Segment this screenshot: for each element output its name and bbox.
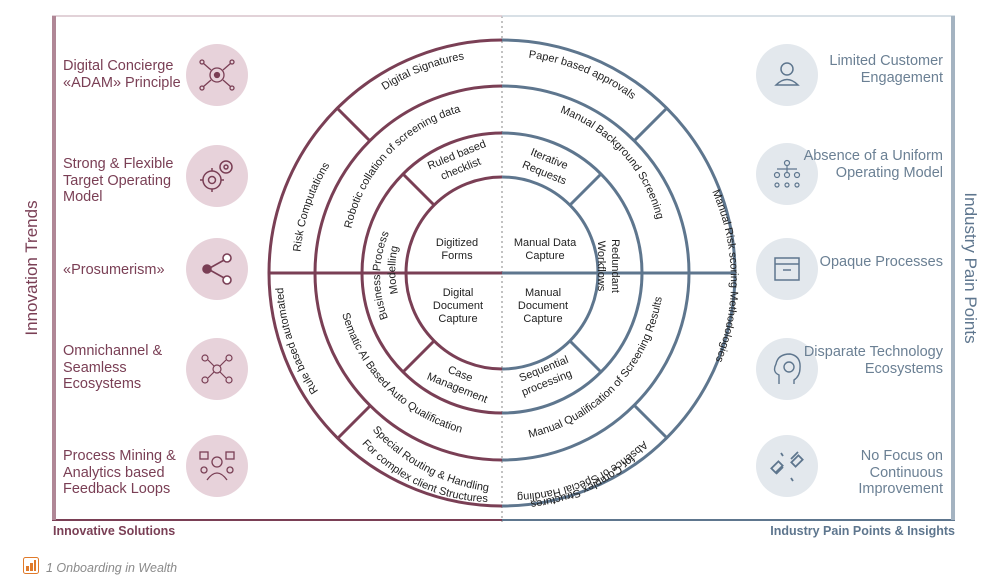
share-icon [202,253,232,285]
chart-logo-icon [23,557,39,574]
ring-label-inner-11: Modelling [386,245,401,295]
innovation-item-2: Strong & Flexible Target Operating Model [63,156,174,205]
pain-point-item-4: Disparate Technology Ecosystems [803,344,943,377]
ring-label-core-6: Capture [438,313,477,325]
analytics-people-icon [199,451,235,481]
ring-label-core-3: Capture [525,250,564,262]
ring-label-outer-2: Manual Risk scoring Methodologies [709,188,740,365]
ring-label-core-1: Forms [441,250,473,262]
innovative-solutions-label: Innovative Solutions [53,524,176,538]
pain-point-item-5: No Focus on Continuous Improvement [858,448,943,497]
pain-point-item-3: Opaque Processes [819,254,943,270]
ring-label-core-9: Capture [523,313,562,325]
pain-point-item-2: Absence of a Uniform Operating Model [803,148,943,181]
innovation-item-1: Digital Concierge «ADAM» Principle [63,58,181,91]
ring-label-outer-7: Rule based automated [274,287,321,396]
figure-caption: 1 Onboarding in Wealth [46,561,178,575]
industry-pain-points-title: Industry Pain Points [961,192,980,344]
broken-link-icon [770,451,804,482]
ring-label-core-2: Manual Data [514,237,577,249]
innovation-item-3: «Prosumerism» [63,262,165,278]
ring-label-core-5: Document [433,300,483,312]
ring-label-inner-4: Redundant [609,239,621,293]
box-icon [774,257,800,281]
ring-label-outer-1: Paper based approvals [528,49,638,103]
innovation-item-4: Omnichannel & Seamless Ecosystems [63,343,163,392]
innovation-trends-title: Innovation Trends [22,200,41,336]
ring-label-core-0: Digitized [436,237,478,249]
industry-insights-label: Industry Pain Points & Insights [770,524,955,538]
ring-label-core-4: Digital [443,287,474,299]
ring-label-outer-0: Digital Signatures [380,50,466,93]
ring-label-core-8: Document [518,300,568,312]
ring-label-core-7: Manual [525,287,561,299]
people-network-icon [201,354,233,384]
hierarchy-icon [773,159,801,188]
pain-point-item-1: Limited Customer Engagement [829,53,943,86]
ring-label-inner-5: Workflows [595,241,607,292]
gears-icon [200,160,233,192]
network-hub-icon [199,59,235,91]
head-brain-icon [773,353,801,384]
person-icon [774,62,800,86]
innovation-item-5: Process Mining & Analytics based Feedbac… [63,448,176,497]
